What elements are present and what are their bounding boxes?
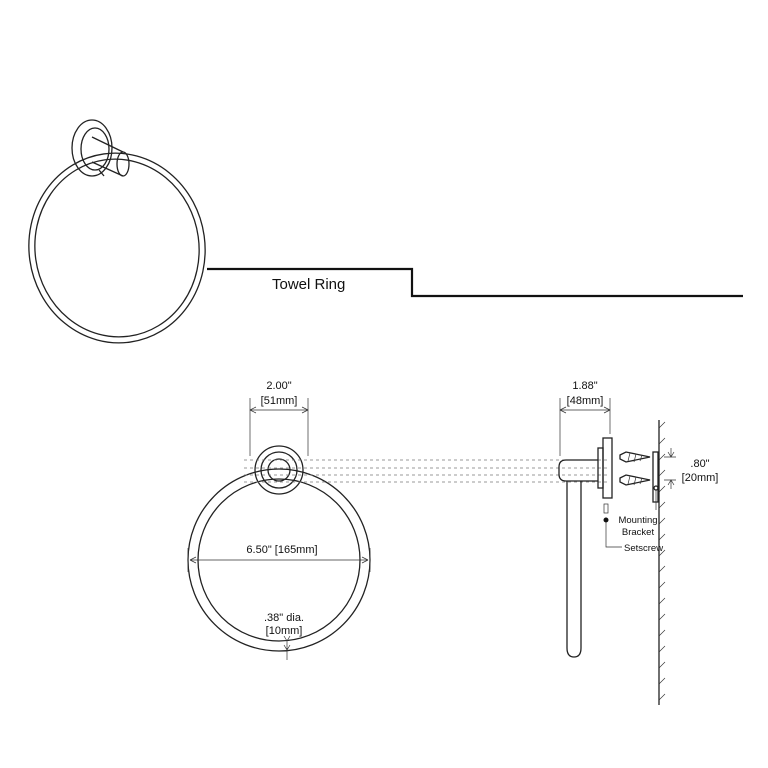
title-rule [207, 267, 743, 298]
depth-label-mm: [48mm] [567, 395, 604, 407]
width-label-mm: [51mm] [261, 395, 298, 407]
ring-side [566, 481, 582, 658]
side-view: 1.88" [48mm] .80" [20mm] Mounting Bracke… [558, 380, 719, 705]
bracket-label-line1: Mounting [618, 515, 657, 526]
setscrew-label: Setscrew [624, 543, 663, 554]
screw-spacing-label: .80" [690, 458, 709, 470]
bracket-callout-dot [653, 485, 659, 491]
front-view: 2.00" [51mm] 6.50" [165mm] .38" dia. [10… [187, 380, 371, 660]
rod-label-mm: [10mm] [266, 625, 303, 637]
width-label: 2.00" [266, 380, 291, 392]
page-title: Towel Ring [272, 276, 345, 293]
projection-lines [244, 459, 610, 483]
setscrew-callout-dot [603, 517, 609, 523]
diameter-label: 6.50" [165mm] [246, 544, 317, 556]
bracket-label-line2: Bracket [622, 527, 655, 538]
screw-spacing-label-mm: [20mm] [682, 472, 719, 484]
depth-label: 1.88" [572, 380, 597, 392]
towel-ring-illustration [28, 119, 206, 344]
rod-label: .38" dia. [264, 612, 304, 624]
